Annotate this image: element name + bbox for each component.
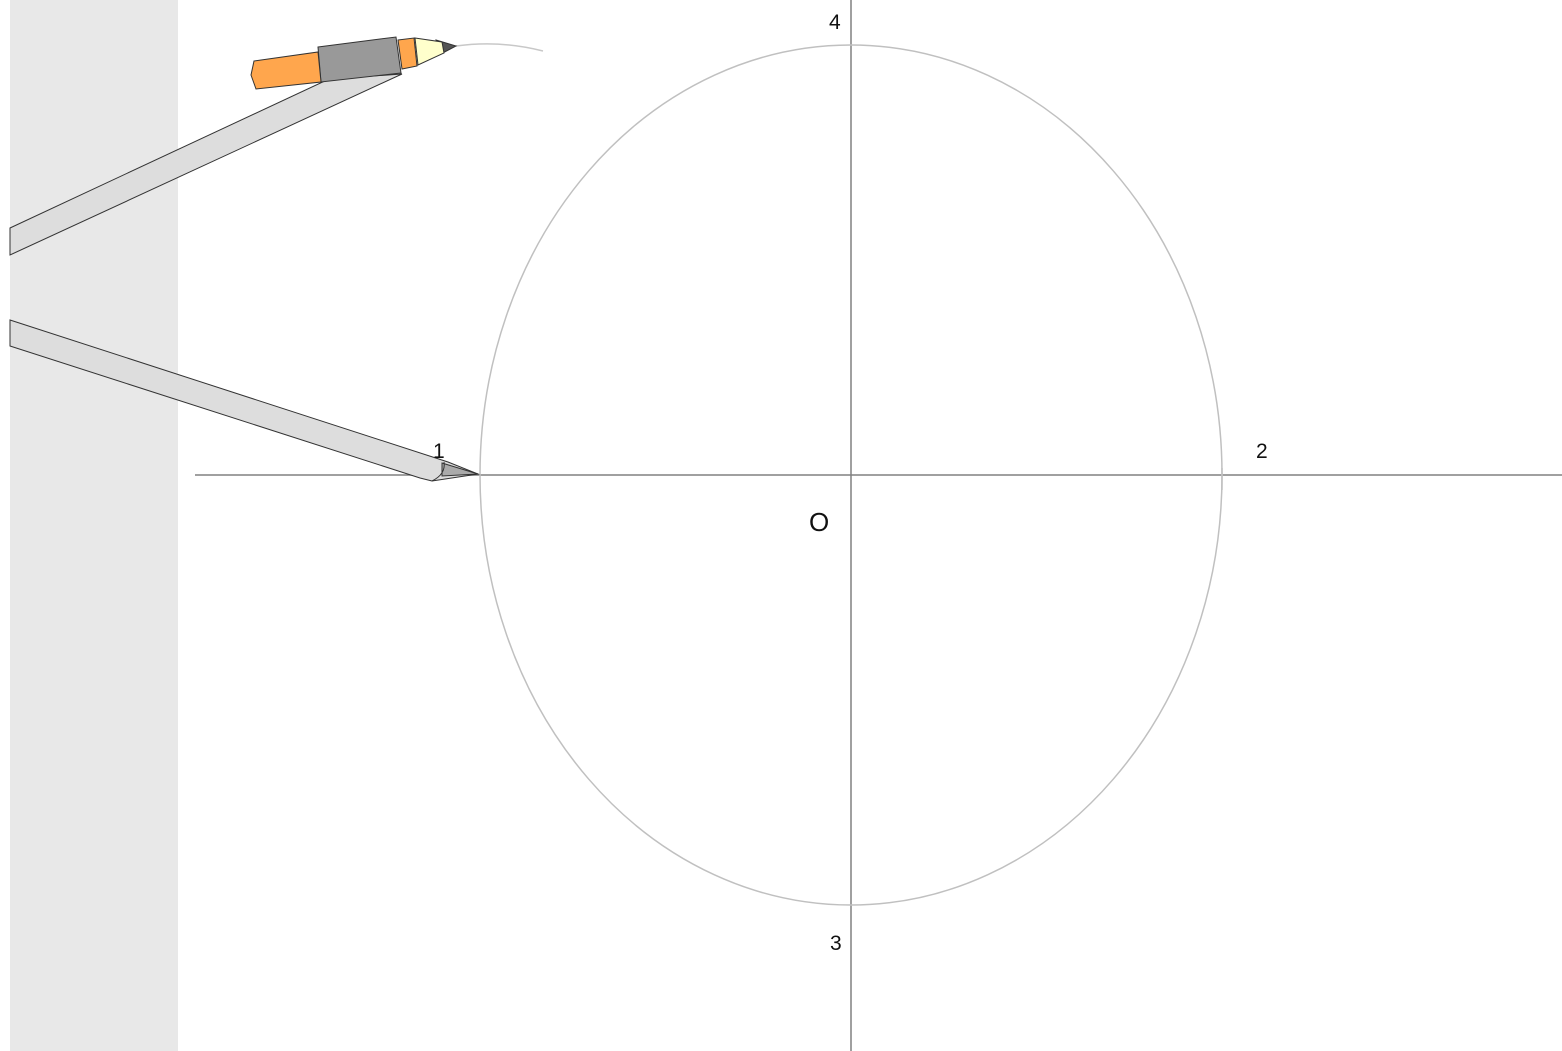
point-4-label: 4 xyxy=(829,11,841,34)
compass-icon[interactable] xyxy=(9,36,480,482)
compass-needle-leg xyxy=(9,319,480,482)
point-3-label: 3 xyxy=(830,932,842,955)
compass-pencil-leg xyxy=(9,73,403,256)
point-1-label: 1 xyxy=(433,440,445,463)
pencil-trace-arc xyxy=(455,43,544,52)
compass-needle-collar xyxy=(431,461,445,482)
point-2-label: 2 xyxy=(1256,440,1268,463)
pencil-icon xyxy=(250,36,458,90)
pencil-wood-tip xyxy=(414,37,445,66)
origin-label: O xyxy=(809,507,829,537)
pencil-body xyxy=(250,51,322,90)
compass-needle-tip xyxy=(441,462,479,477)
pencil-orange-ring xyxy=(397,37,418,70)
